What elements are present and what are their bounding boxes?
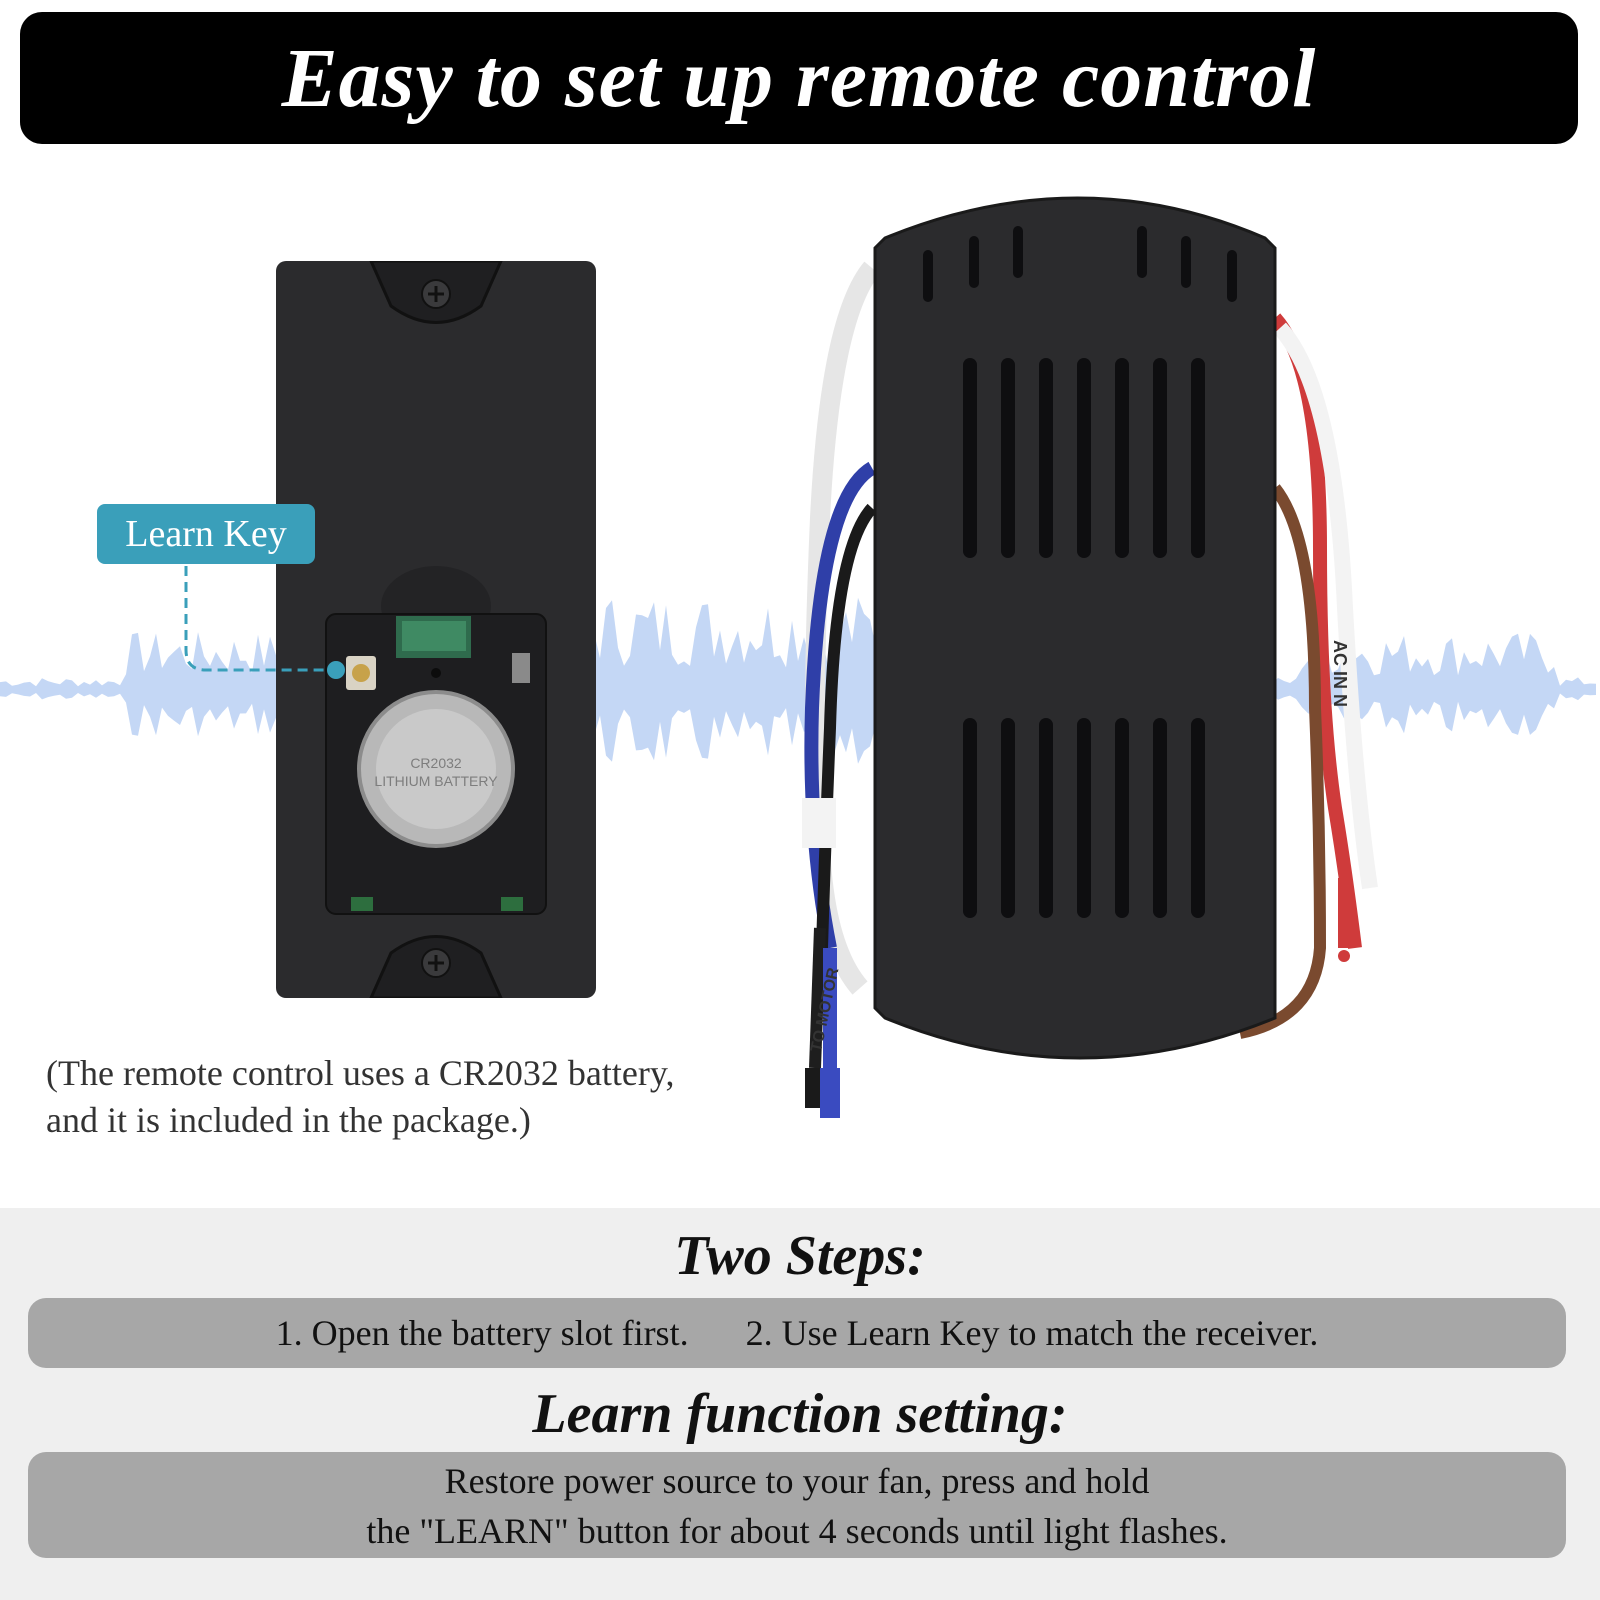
vent-slot (1153, 358, 1167, 558)
wire-label-ac-in: AC IN N (1330, 640, 1350, 707)
learn-heading: Learn function setting: (532, 1383, 1068, 1445)
battery-note: (The remote control uses a CR2032 batter… (46, 1050, 766, 1144)
learn-line-2: the "LEARN" button for about 4 seconds u… (366, 1511, 1228, 1551)
vent-slot (1115, 718, 1129, 918)
battery-type: LITHIUM BATTERY (374, 773, 498, 789)
steps-bar: 1. Open the battery slot first. 2. Use L… (28, 1298, 1566, 1368)
battery-model: CR2032 (410, 755, 462, 771)
learn-instructions-bar: Restore power source to your fan, press … (28, 1452, 1566, 1558)
vent-slot (963, 358, 977, 558)
battery-note-line-1: (The remote control uses a CR2032 batter… (46, 1053, 675, 1093)
receiver-image (802, 196, 1378, 1118)
vent-slot (1039, 718, 1053, 918)
vent-slot (1191, 358, 1205, 558)
remote-control-image (276, 261, 596, 998)
battery-note-line-2: and it is included in the package.) (46, 1100, 531, 1140)
step-1: 1. Open the battery slot first. (275, 1313, 689, 1353)
vent-slot (963, 718, 977, 918)
vent-slot (1153, 718, 1167, 918)
vent-slot (1191, 718, 1205, 918)
vent-slot (1001, 358, 1015, 558)
step-2: 2. Use Learn Key to match the receiver. (745, 1313, 1319, 1353)
title-banner: Easy to set up remote control (20, 12, 1578, 144)
page-title: Easy to set up remote control (281, 31, 1317, 125)
vent-slot (1001, 718, 1015, 918)
signal-wave-graphic (0, 597, 1596, 764)
battery-label: CR2032 LITHIUM BATTERY (366, 754, 506, 790)
learn-key-label: Learn Key (97, 504, 315, 564)
learn-line-1: Restore power source to your fan, press … (444, 1461, 1150, 1501)
vent-slot (1115, 358, 1129, 558)
vent-slot (1039, 358, 1053, 558)
vent-slot (1077, 718, 1091, 918)
vent-slot (1077, 358, 1091, 558)
steps-heading: Two Steps: (674, 1225, 926, 1287)
